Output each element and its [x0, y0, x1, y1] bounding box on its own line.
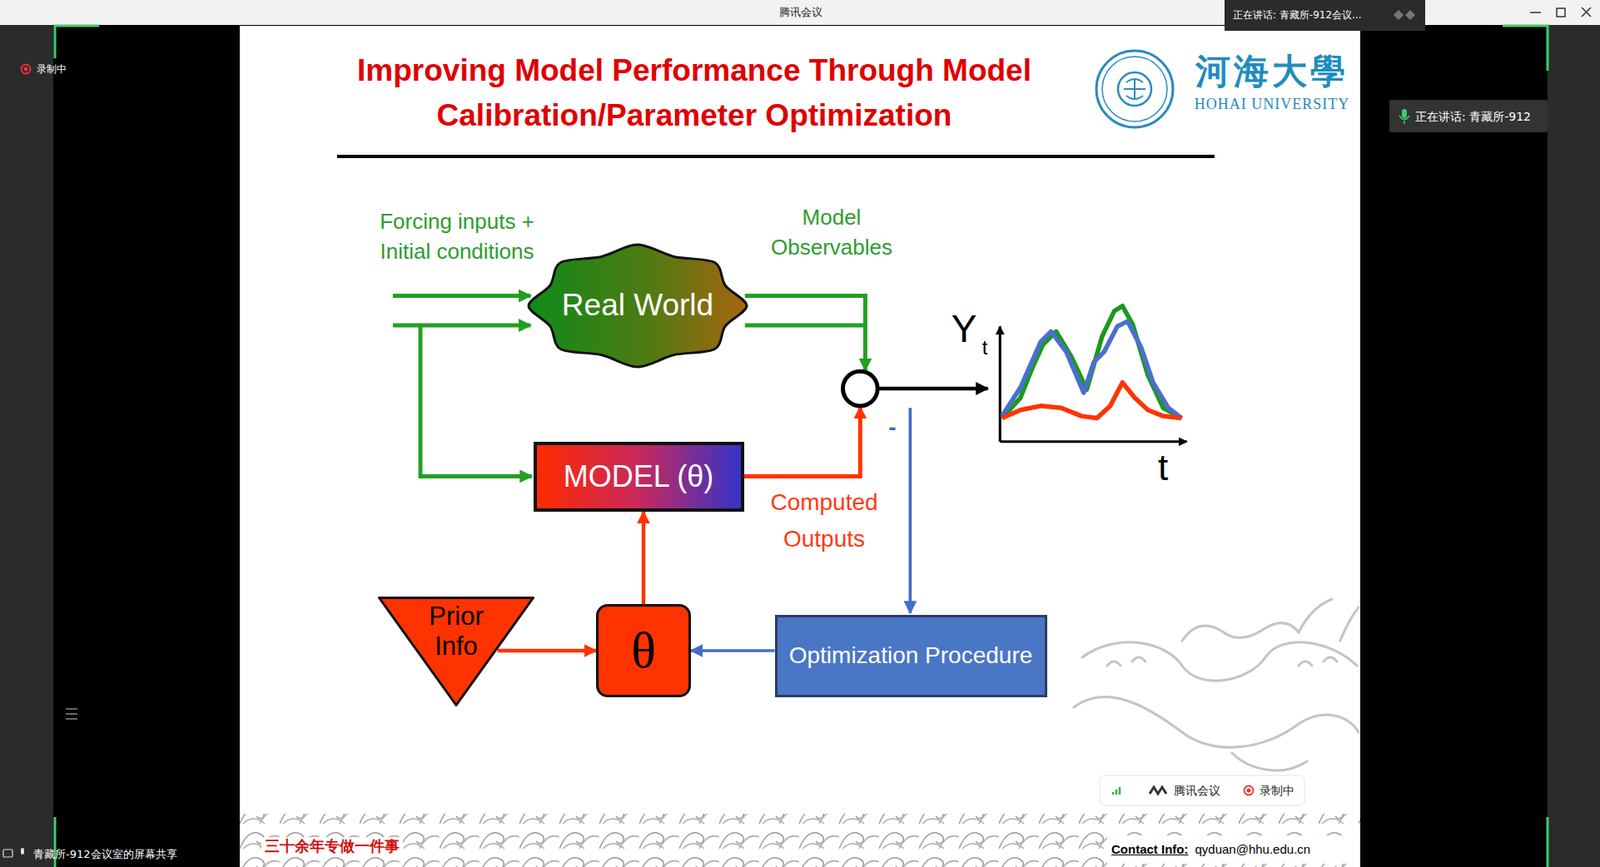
dragon-body [1082, 642, 1357, 681]
input-wire [420, 325, 532, 477]
input-wire [392, 323, 531, 328]
optimization-box: Optimization Procedure [775, 615, 1048, 698]
feedback-wire [909, 407, 913, 613]
record-icon [1244, 786, 1254, 796]
contact-heading: Contact Info: [1111, 842, 1188, 858]
right-strip [1547, 24, 1600, 867]
signal-icon [1113, 787, 1120, 796]
sign-mark: - [888, 413, 896, 443]
t-axis [999, 440, 1187, 443]
prior-info-triangle: Prior Info [377, 596, 535, 707]
window-title: 腾讯会议 [779, 5, 823, 20]
university-name: HOHAI UNIVERSITY [1194, 95, 1350, 115]
tencent-logo [1149, 787, 1167, 795]
cloud-shape [528, 244, 747, 368]
mic-icon [1399, 115, 1410, 125]
output-label: Model Observables [760, 202, 903, 263]
minimize-icon [1530, 11, 1541, 14]
title-rule [337, 154, 1215, 159]
connector-arrow [641, 511, 646, 605]
calibrated-curve [1002, 321, 1183, 418]
residual-wire [878, 387, 988, 391]
mic-icon [20, 848, 25, 855]
seal-mark [1123, 78, 1146, 100]
recording-status: 录制中 [36, 63, 67, 75]
left-strip [0, 24, 54, 867]
seal-ring [1102, 56, 1168, 122]
speaker-panel [1389, 99, 1548, 133]
connector-arrow [690, 649, 776, 653]
slide-ground [239, 25, 1361, 867]
share-icon [3, 849, 13, 858]
speaker-status: 正在讲话: 青藏所-912 [1415, 109, 1531, 125]
frame-corner [1546, 817, 1550, 867]
speaker-status: 正在讲话: 青藏所-912会议... [1232, 9, 1362, 21]
frame-corner [1502, 25, 1548, 71]
node-text: Prior Info [414, 601, 498, 661]
university-name: 河海大學 [1195, 50, 1349, 93]
video-frame-corners [54, 25, 1548, 867]
contact-email: qyduan@hhu.edu.cn [1194, 842, 1311, 858]
node-text: MODEL (θ) [563, 459, 715, 494]
node-text: Optimization Procedure [789, 642, 1034, 670]
summing-junction [842, 371, 878, 407]
slogan: 三十余年专做一件事 [261, 837, 403, 856]
node-text: Real World [561, 288, 714, 324]
list-icon [65, 709, 78, 720]
seal-core [1118, 72, 1152, 106]
record-icon [1247, 789, 1252, 794]
wave-ornament [239, 814, 1361, 867]
meeting-toolbar [1099, 775, 1305, 806]
speaker-bar [1224, 0, 1426, 31]
input-label: Forcing inputs + Initial conditions [357, 206, 557, 267]
model-box: MODEL (θ) [533, 442, 745, 512]
university-seal [1096, 50, 1173, 128]
diagram-wiring [392, 295, 1188, 613]
restore-icon [1556, 8, 1566, 17]
contact-patch [1107, 835, 1361, 865]
dragon-whisker [1298, 599, 1359, 641]
dragon-head [1182, 623, 1299, 641]
initial-curve [1002, 382, 1183, 419]
dragon-body [1073, 697, 1359, 749]
dragon-claw [1232, 753, 1307, 771]
speaker-icons [1393, 9, 1416, 20]
share-status: 青藏所-912会议室的屏幕共享 [33, 848, 178, 862]
dragon-ornament [1073, 599, 1359, 771]
output-label: Computed Outputs [753, 484, 895, 558]
input-wire [392, 293, 531, 299]
recording-status: 录制中 [1259, 784, 1295, 799]
axis-label: Y [951, 306, 978, 353]
mic-icon [1401, 109, 1407, 119]
observable-wire [745, 295, 866, 370]
parameter-box: θ [596, 604, 691, 698]
close-icon [1581, 7, 1591, 17]
node-text: θ [631, 621, 656, 681]
real-world-cloud: Real World [526, 242, 750, 370]
slide-title: Improving Model Performance Through Mode… [286, 48, 1103, 139]
output-wire [744, 407, 861, 477]
observable-wire [745, 323, 866, 328]
frame-corner [54, 25, 100, 59]
observed-curve [1002, 306, 1183, 419]
record-icon [21, 64, 31, 75]
seal-ring [1096, 50, 1173, 128]
axis-label: t [1157, 446, 1168, 491]
dragon-scales [1107, 657, 1337, 666]
app-name: 腾讯会议 [1173, 784, 1221, 799]
y-axis [998, 326, 1002, 443]
axis-subscript: t [982, 336, 989, 361]
connector-arrow [497, 649, 597, 654]
triangle-shape [379, 598, 534, 706]
record-icon [24, 67, 29, 72]
